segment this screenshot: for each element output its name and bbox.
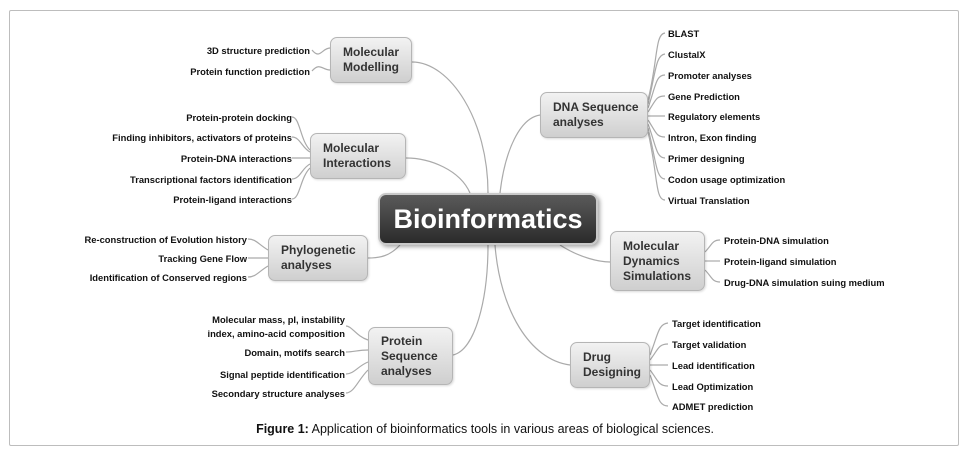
leaf-item: Lead Optimization: [672, 381, 754, 392]
leaf-item: Target validation: [672, 339, 747, 350]
leaf-item: Regulatory elements: [668, 111, 761, 122]
leaf-item: Secondary structure analyses: [211, 388, 345, 399]
connector-md: [559, 244, 611, 263]
leaf-item: Intron, Exon finding: [668, 132, 757, 143]
connector-protein-seq: [452, 244, 489, 356]
leaf-item: BLAST: [668, 28, 700, 39]
connector-modelling: [411, 61, 489, 194]
leaf-item: ClustalX: [668, 49, 706, 60]
leaf-item: Primer designing: [668, 153, 745, 164]
leaf-item: Molecular mass, pI, instability: [212, 314, 345, 325]
branch-drug-designing: Drug Designing: [570, 342, 650, 388]
branch-label: Phylogenetic analyses: [281, 243, 356, 272]
connector-phylogenetic: [367, 244, 401, 259]
leaf-item: Domain, motifs search: [244, 347, 345, 358]
figure-frame: [9, 10, 959, 446]
branch-label: Drug Designing: [583, 350, 642, 379]
leaf-item: Identification of Conserved regions: [89, 272, 247, 283]
connector-drug: [494, 244, 571, 366]
leaf-item: Re-construction of Evolution history: [84, 234, 247, 245]
center-node: Bioinformatics: [378, 193, 598, 245]
leaf-item: Protein function prediction: [190, 66, 310, 77]
figure-caption: Figure 1: Application of bioinformatics …: [0, 422, 970, 436]
leaf-item: Virtual Translation: [668, 195, 750, 206]
branch-label: DNA Sequence analyses: [553, 100, 639, 129]
caption-prefix: Figure 1:: [256, 422, 309, 436]
leaf-item: Protein-ligand interactions: [173, 194, 292, 205]
branch-protein-sequence-analyses: Protein Sequence analyses: [368, 327, 453, 385]
branch-label: Molecular Interactions: [323, 141, 392, 170]
leaf-item: Promoter analyses: [668, 70, 752, 81]
leaf-item: Codon usage optimization: [668, 174, 786, 185]
leaf-item: Tracking Gene Flow: [158, 253, 247, 264]
leaf-item: Gene Prediction: [668, 91, 740, 102]
caption-text: Application of bioinformatics tools in v…: [308, 422, 714, 436]
leaf-item: Protein-protein docking: [186, 112, 292, 123]
branch-dna-sequence-analyses: DNA Sequence analyses: [540, 92, 648, 138]
leaf-item: Protein-ligand simulation: [724, 256, 837, 267]
branch-label: Molecular Modelling: [343, 45, 400, 74]
connector-interactions: [405, 157, 471, 194]
leaf-item: Transcriptional factors identification: [129, 174, 292, 185]
branch-molecular-modelling: Molecular Modelling: [330, 37, 412, 83]
leaf-item: Signal peptide identification: [219, 369, 345, 380]
leaf-item: Lead identification: [672, 360, 755, 371]
branch-molecular-dynamics-simulations: Molecular Dynamics Simulations: [610, 231, 705, 291]
leaf-item: Target identification: [672, 318, 761, 329]
leaf-item: Drug-DNA simulation suing medium: [724, 277, 885, 288]
leaf-item: Finding inhibitors, activators of protei…: [112, 132, 292, 143]
branch-phylogenetic-analyses: Phylogenetic analyses: [268, 235, 368, 281]
branch-label: Protein Sequence analyses: [381, 333, 438, 378]
leaf-item: Protein-DNA interactions: [180, 153, 292, 164]
branch-label: Molecular Dynamics Simulations: [623, 238, 692, 283]
leaf-item: index, amino-acid composition: [207, 328, 345, 339]
leaf-item: 3D structure prediction: [206, 45, 310, 56]
branch-molecular-interactions: Molecular Interactions: [310, 133, 406, 179]
connector-dna: [499, 114, 541, 194]
center-label: Bioinformatics: [393, 203, 583, 234]
leaf-item: Protein-DNA simulation: [724, 235, 829, 246]
leaf-item: ADMET prediction: [672, 401, 754, 412]
